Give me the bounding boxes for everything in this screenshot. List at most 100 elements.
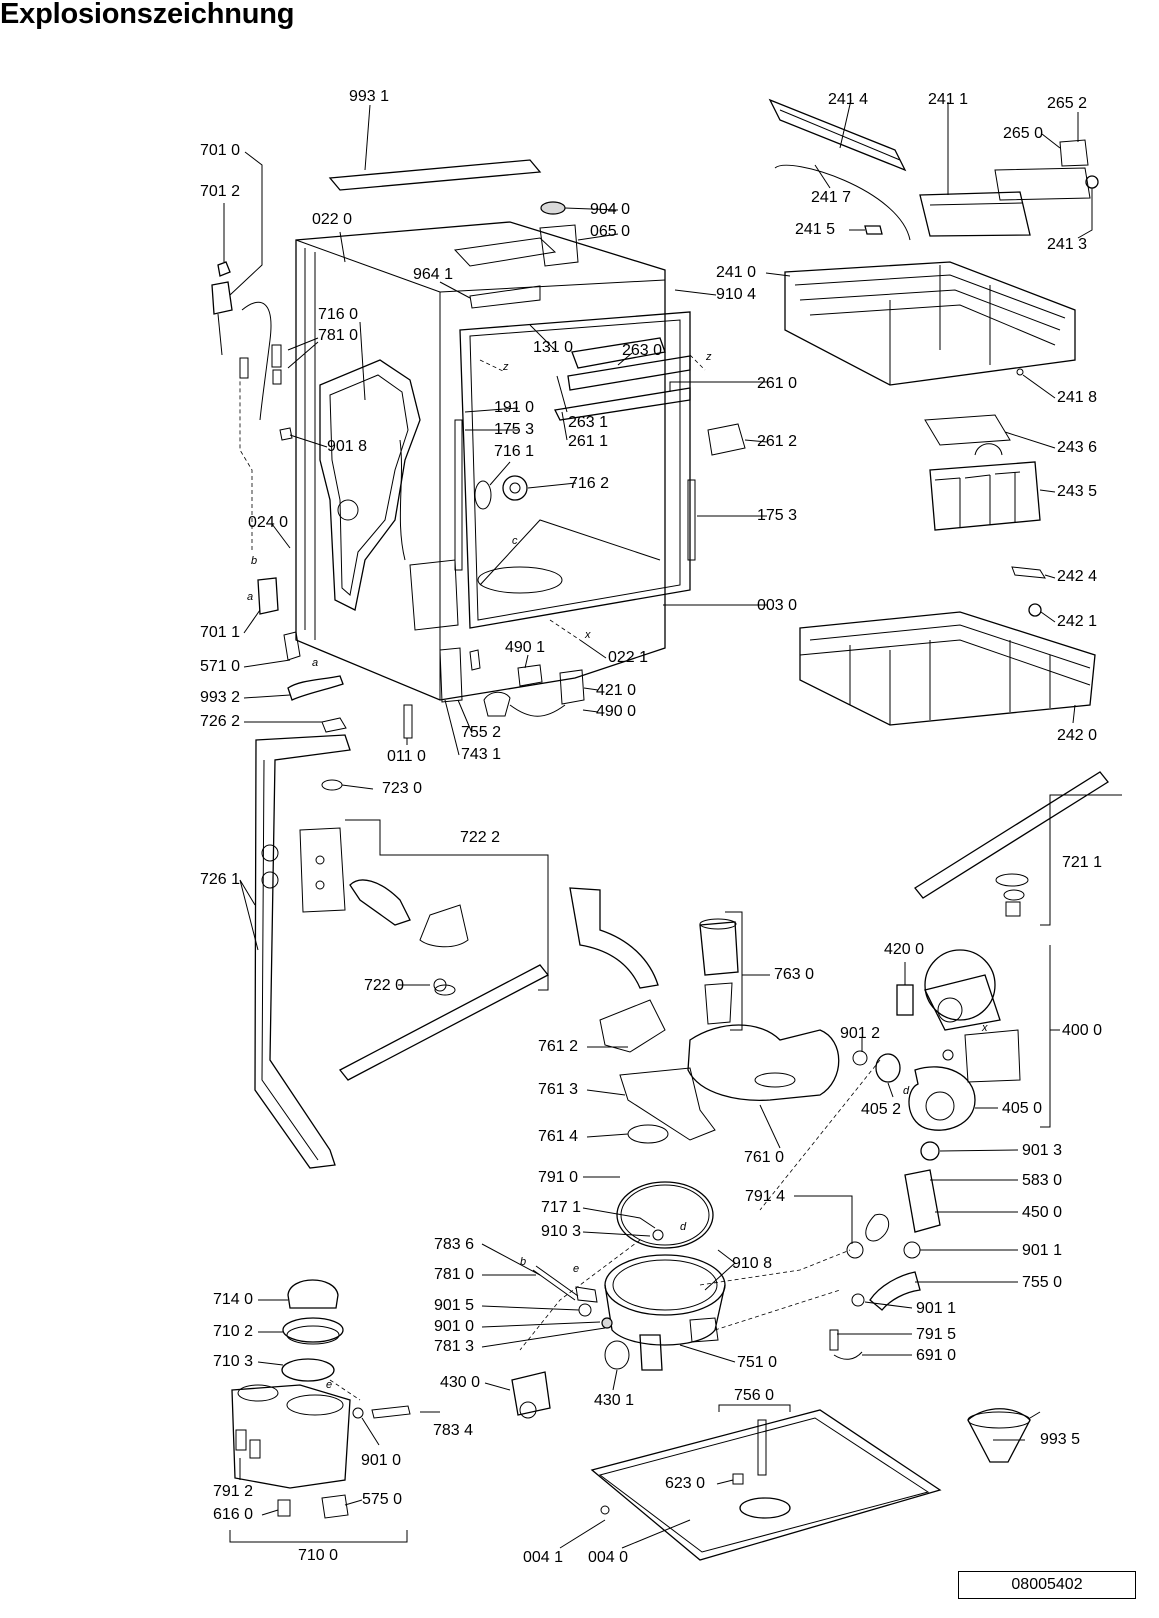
- part-label-450-0: 450 0: [1022, 1204, 1063, 1221]
- part-label-261-1: 261 1: [568, 433, 609, 450]
- part-label-583-0: 583 0: [1022, 1172, 1063, 1189]
- part-label-904-0: 904 0: [590, 201, 631, 218]
- part-label-241-8: 241 8: [1057, 389, 1098, 406]
- part-label-243-6: 243 6: [1057, 439, 1098, 456]
- connector-letter-x2: x: [982, 1022, 988, 1034]
- part-label-241-1: 241 1: [928, 91, 969, 108]
- part-label-571-0: 571 0: [200, 658, 241, 675]
- document-number: 08005402: [958, 1571, 1136, 1599]
- part-label-241-7: 241 7: [811, 189, 852, 206]
- part-label-755-2: 755 2: [461, 724, 502, 741]
- part-label-726-1: 726 1: [200, 871, 241, 888]
- part-label-175-3: 175 3: [494, 421, 535, 438]
- part-label-717-1: 717 1: [541, 1199, 582, 1216]
- part-label-722-2: 722 2: [460, 829, 501, 846]
- part-label-710-0: 710 0: [298, 1547, 339, 1564]
- part-label-755-0: 755 0: [1022, 1274, 1063, 1291]
- part-label-716-1: 716 1: [494, 443, 535, 460]
- connector-letter-d2: d: [680, 1221, 687, 1233]
- part-label-242-4: 242 4: [1057, 568, 1098, 585]
- connector-letter-a2: a: [312, 657, 319, 669]
- connector-letter-a: a: [247, 591, 254, 603]
- heater-icon: [483, 664, 585, 717]
- part-label-901-1b: 901 1: [916, 1300, 957, 1317]
- part-label-405-2: 405 2: [861, 1101, 902, 1118]
- part-label-263-1: 263 1: [568, 414, 609, 431]
- part-label-791-5: 791 5: [916, 1326, 957, 1343]
- part-label-743-1: 743 1: [461, 746, 502, 763]
- part-label-175-3b: 175 3: [757, 507, 798, 524]
- part-label-716-0: 716 0: [318, 306, 359, 323]
- part-label-265-0: 265 0: [1003, 125, 1044, 142]
- connector-letter-b: b: [251, 555, 258, 567]
- part-label-993-1: 993 1: [349, 88, 390, 105]
- part-label-901-5: 901 5: [434, 1297, 475, 1314]
- part-label-263-0: 263 0: [622, 342, 663, 359]
- part-label-004-0: 004 0: [588, 1549, 629, 1566]
- part-label-901-1: 901 1: [1022, 1242, 1063, 1259]
- connector-letter-e2: e: [326, 1379, 333, 1391]
- part-label-751-0: 751 0: [737, 1354, 778, 1371]
- part-label-421-0: 421 0: [596, 682, 637, 699]
- upper-basket-icon: [768, 98, 1099, 386]
- part-label-575-0: 575 0: [362, 1491, 403, 1508]
- part-label-024-0: 024 0: [248, 514, 289, 531]
- part-label-405-0: 405 0: [1002, 1100, 1043, 1117]
- part-label-011-0: 011 0: [387, 748, 426, 765]
- part-label-781-0: 781 0: [318, 327, 359, 344]
- part-label-761-0: 761 0: [744, 1149, 785, 1166]
- part-label-964-1: 964 1: [413, 266, 454, 283]
- part-label-781-0b: 781 0: [434, 1266, 475, 1283]
- part-label-756-0: 756 0: [734, 1387, 775, 1404]
- part-label-022-1: 022 1: [608, 649, 649, 666]
- part-label-701-2: 701 2: [200, 183, 241, 200]
- diagram-title: Explosionszeichnung: [0, 0, 295, 30]
- part-label-783-6: 783 6: [434, 1236, 475, 1253]
- part-label-261-2: 261 2: [757, 433, 798, 450]
- part-label-910-8: 910 8: [732, 1255, 773, 1272]
- connector-letter-z2: z: [706, 351, 712, 363]
- part-label-910-4: 910 4: [716, 286, 757, 303]
- part-label-710-2: 710 2: [213, 1323, 254, 1340]
- circulation-pump-icon: [829, 949, 1021, 1360]
- part-label-265-2: 265 2: [1047, 95, 1088, 112]
- part-label-761-2: 761 2: [538, 1038, 579, 1055]
- part-label-616-0: 616 0: [213, 1506, 254, 1523]
- part-label-901-3: 901 3: [1022, 1142, 1063, 1159]
- part-label-261-0: 261 0: [757, 375, 798, 392]
- part-label-910-3: 910 3: [541, 1223, 582, 1240]
- part-label-993-5: 993 5: [1040, 1431, 1081, 1448]
- funnel-icon: [967, 1408, 1041, 1463]
- part-label-430-0: 430 0: [440, 1374, 481, 1391]
- part-label-723-0: 723 0: [382, 780, 423, 797]
- filter-icon: [599, 918, 840, 1249]
- part-label-004-1: 004 1: [523, 1549, 564, 1566]
- part-label-901-0b: 901 0: [361, 1452, 402, 1469]
- part-label-901-8: 901 8: [327, 438, 368, 455]
- part-label-791-4: 791 4: [745, 1188, 786, 1205]
- part-label-761-3: 761 3: [538, 1081, 579, 1098]
- part-label-721-1: 721 1: [1062, 854, 1103, 871]
- part-label-714-0: 714 0: [213, 1291, 254, 1308]
- part-label-726-2: 726 2: [200, 713, 241, 730]
- part-label-781-3: 781 3: [434, 1338, 475, 1355]
- part-label-241-5: 241 5: [795, 221, 836, 238]
- part-label-791-0: 791 0: [538, 1169, 579, 1186]
- part-label-241-0: 241 0: [716, 264, 757, 281]
- part-label-242-0: 242 0: [1057, 727, 1098, 744]
- connector-letter-x: x: [585, 629, 591, 641]
- part-label-241-3: 241 3: [1047, 236, 1088, 253]
- base-plate-icon: [590, 1409, 942, 1561]
- water-softener-icon: [231, 1279, 411, 1519]
- part-label-003-0: 003 0: [757, 597, 798, 614]
- connector-letter-b2: b: [520, 1256, 527, 1268]
- part-label-131-0: 131 0: [533, 339, 574, 356]
- part-label-065-0: 065 0: [590, 223, 631, 240]
- part-label-243-5: 243 5: [1057, 483, 1098, 500]
- part-label-701-1: 701 1: [200, 624, 241, 641]
- part-label-420-0: 420 0: [884, 941, 925, 958]
- part-label-691-0: 691 0: [916, 1347, 957, 1364]
- part-label-490-0: 490 0: [596, 703, 637, 720]
- leader-lines: [223, 99, 1122, 1549]
